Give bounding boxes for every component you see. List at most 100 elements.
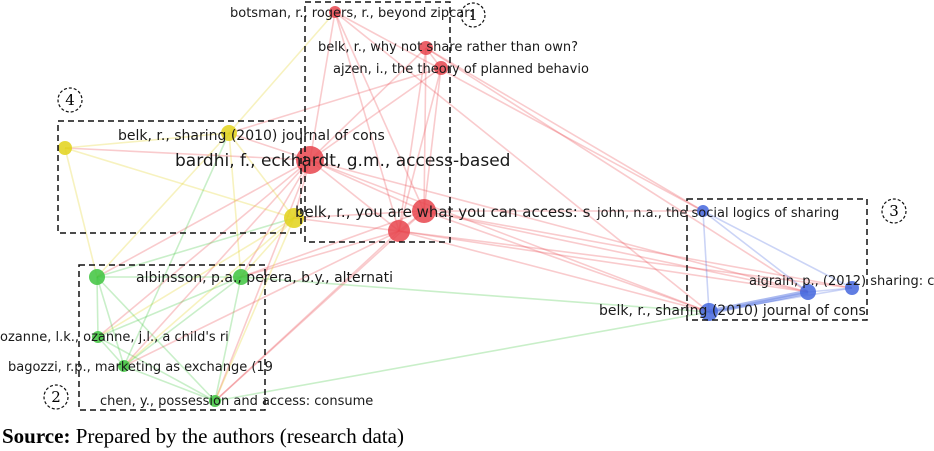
link-belk_why-john [425,47,704,212]
node-yellow_x[interactable] [284,208,304,228]
node-chen[interactable] [209,395,221,407]
link-john-aigrain [702,210,809,293]
node-labels: botsman, r., rogers, r., beyond zipcar: b… [0,6,934,409]
link-red_x-blue_x [398,230,853,289]
cluster-box-1 [304,1,451,243]
link-red_x-albinsson [240,230,400,278]
link-bagozzi-belk_sharing_cons [123,132,230,367]
network-nodes [58,6,859,407]
link-yellow_x-albinsson [240,217,295,278]
link-belk_sharing_blue-blue_x [708,287,853,313]
cluster-marker-2: 2 [43,384,69,410]
link-albinsson-belk_sharing_blue [240,276,710,313]
svg-text:1: 1 [468,6,478,24]
node-albinsson[interactable] [233,269,249,285]
link-belk_sharing_cons-green_left [96,132,230,278]
node-belk_why[interactable] [419,41,433,55]
link-bardhi-albinsson [240,159,311,278]
link-ajzen-bardhi [309,67,442,161]
link-red_x-belk_sharing_blue [398,230,710,313]
link-bardhi-bagozzi [123,159,311,367]
link-bardhi-belk_sharing_blue [309,159,710,313]
svg-text:3: 3 [889,202,899,220]
node-label-john: john, n.a., the social logics of sharing [596,206,839,221]
cluster-box-2 [78,264,266,411]
link-bardhi-belk_you [309,159,425,212]
link-bardhi-chen [214,159,311,402]
node-aigrain[interactable] [800,284,816,300]
node-botsman[interactable] [329,6,341,18]
node-john[interactable] [697,205,709,217]
cluster-markers: 1 4 2 3 [43,2,907,410]
link-red_x-chen [214,230,400,402]
link-belk_you-blue_x [423,210,853,289]
link-bagozzi-chen [123,365,216,402]
node-ajzen[interactable] [434,61,448,75]
node-bagozzi[interactable] [118,360,130,372]
network-links [64,11,853,402]
link-bardhi-red_x [309,159,400,232]
link-aigrain-belk_sharing_blue [708,291,809,313]
link-yellow_left-yellow_x [64,147,295,219]
svg-text:2: 2 [51,388,61,406]
link-bardhi-yellow_left [64,147,311,161]
link-belk_sharing_cons-yellow_left [64,132,230,149]
cluster-box-4 [57,120,302,234]
link-belk_you-aigrain [423,210,809,293]
link-ajzen-red_x [398,67,442,232]
node-green_left[interactable] [89,269,105,285]
node-belk_sharing_blue[interactable] [700,303,718,321]
link-botsman-belk_you [334,11,425,212]
node-ozanne[interactable] [92,331,104,343]
link-belk_why-bardhi [309,47,427,161]
node-label-belk_sharing_blue: belk, r., sharing (2010) journal of cons [599,303,866,319]
node-label-ozanne: ozanne, l.k., ozanne, j.l., a child's ri [0,330,229,345]
link-ajzen-belk_sharing_cons [228,67,442,134]
link-bardhi-green_left [96,159,311,278]
caption-source-text: Prepared by the authors (research data) [70,424,404,448]
link-red_x-yellow_x [293,217,400,232]
link-green_left-chen [96,276,216,402]
link-belk_sharing_cons-albinsson [228,132,242,278]
link-belk_sharing_cons-botsman [228,11,336,134]
link-botsman-belk_sharing_blue [334,11,710,313]
node-bardhi[interactable] [296,146,324,174]
link-bardhi-belk_sharing_cons [228,132,311,161]
link-albinsson-bagozzi [123,276,242,367]
node-yellow_left[interactable] [58,141,72,155]
link-yellow_x-ozanne [97,217,295,338]
link-bundle-blue [708,289,809,315]
link-green_left-bagozzi [96,276,125,367]
link-belk_you-yellow_x [293,210,425,219]
co-citation-network: 1 4 2 3 botsman, r., rogers, r., beyond … [0,1,934,411]
figure-caption: Source: Prepared by the authors (researc… [2,424,404,449]
node-label-botsman: botsman, r., rogers, r., beyond zipcar: [230,6,474,21]
link-bardhi-aigrain [309,159,809,293]
node-belk_sharing_cons[interactable] [221,125,237,141]
link-bardhi-ozanne [97,159,311,338]
node-belk_you[interactable] [412,199,436,223]
node-label-albinsson: albinsson, p.a., perera, b.y., alternati [136,270,393,286]
link-botsman-red_x [334,11,400,232]
link-green_left-ozanne [96,276,99,338]
link-belk_why-aigrain [425,47,809,293]
link-ozanne-chen [97,336,216,402]
node-label-aigrain: aigrain, p., (2012) sharing: culture [749,274,934,289]
node-red_x[interactable] [388,220,410,242]
link-botsman-bardhi [309,11,336,161]
node-blue_x[interactable] [845,281,859,295]
link-belk_why-belk_you [423,47,427,212]
node-label-belk_sharing_cons: belk, r., sharing (2010) journal of cons [118,128,385,144]
link-albinsson-chen [214,276,242,402]
link-yellow_left-green_left [64,147,98,278]
link-ajzen-belk_you [423,67,442,212]
cluster-marker-3: 3 [881,198,907,224]
link-belk_you-belk_sharing_blue [423,210,710,313]
link-john-belk_sharing_blue [702,210,710,313]
node-label-bardhi: bardhi, f., eckhardt, g.m., access-based [175,151,510,171]
link-chen-belk_sharing_blue [214,311,710,402]
link-red_x-aigrain [398,230,809,293]
link-belk_sharing_cons-yellow_x [228,132,295,219]
cluster-marker-1: 1 [460,2,486,28]
node-label-ajzen: ajzen, i., the theory of planned behavio [333,62,589,77]
